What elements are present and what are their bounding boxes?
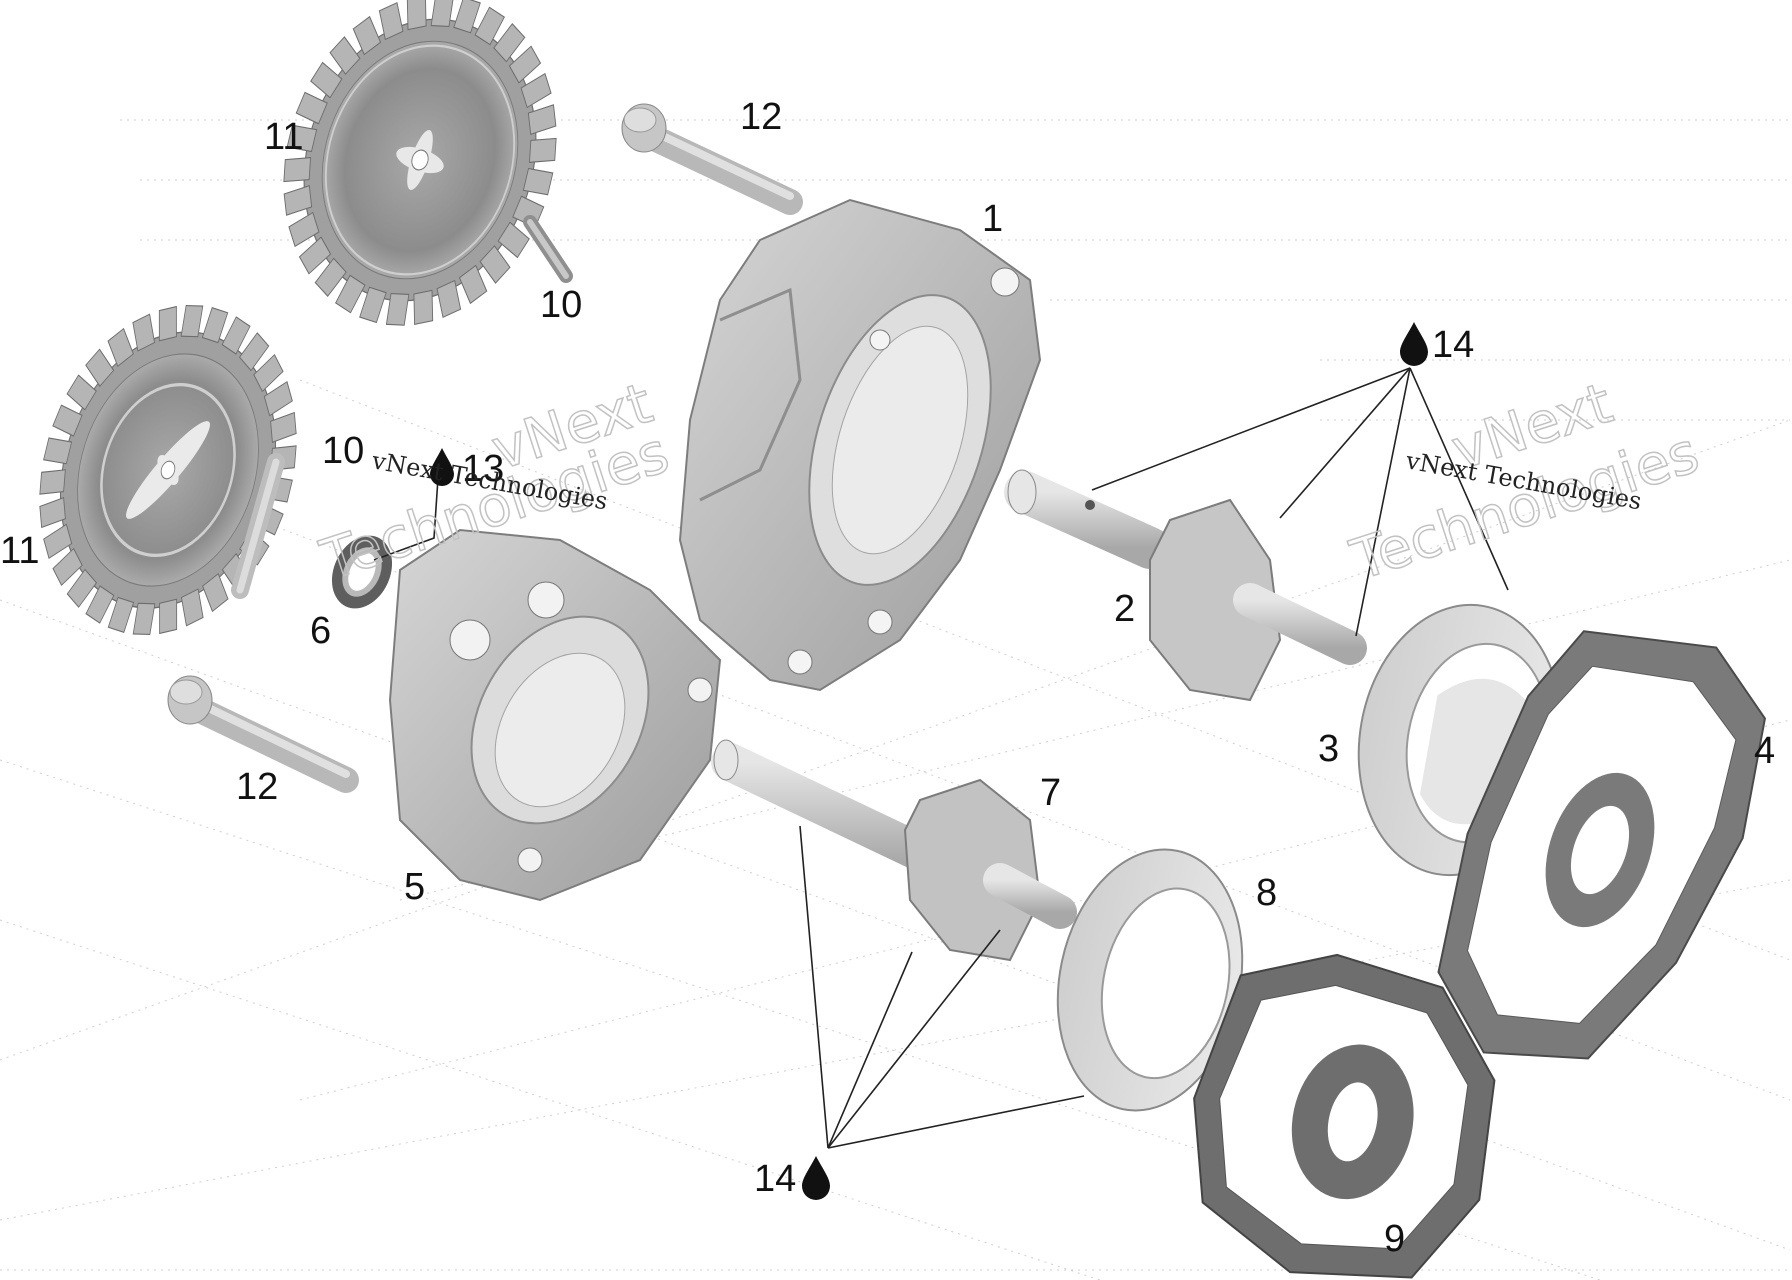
- callout-12-upper: 12: [740, 96, 783, 138]
- leader-lines-14-upper: [1091, 367, 1509, 637]
- callout-14-upper: 14: [1432, 324, 1475, 366]
- callout-7: 7: [1040, 772, 1062, 814]
- callout-10-lower: 10: [322, 430, 365, 472]
- oil-drop-icon: [430, 322, 1428, 1200]
- pump-housing: [678, 198, 1042, 692]
- inner-rotor-shaft-lower: [711, 739, 1077, 962]
- inner-rotor-shaft-upper: [1004, 469, 1367, 702]
- callout-8: 8: [1256, 872, 1278, 914]
- gasket-outer: [1437, 630, 1766, 1060]
- dowel-pin-upper: [523, 215, 573, 283]
- oil-seal: [331, 535, 393, 609]
- callout-11-lower: 11: [0, 530, 40, 572]
- drive-gear-lower: [0, 271, 338, 669]
- callout-1: 1: [982, 198, 1004, 240]
- callout-12-lower: 12: [236, 766, 279, 808]
- drive-gear-upper: [283, 0, 557, 326]
- bolt-upper: [621, 103, 803, 215]
- callout-2: 2: [1114, 588, 1136, 630]
- callout-5: 5: [404, 866, 426, 908]
- outer-rotor-lower: [1056, 848, 1244, 1112]
- callout-11-upper: 11: [264, 116, 304, 158]
- callout-9: 9: [1384, 1218, 1406, 1260]
- callout-3: 3: [1318, 728, 1340, 770]
- leader-line-13: [373, 477, 439, 561]
- pump-cover: [388, 528, 722, 902]
- callout-13: 13: [462, 448, 505, 490]
- callout-6: 6: [310, 610, 332, 652]
- leader-lines-14-lower: [799, 825, 1085, 1149]
- callout-4: 4: [1754, 730, 1776, 772]
- callout-14-lower: 14: [754, 1158, 797, 1200]
- bolt-lower: [167, 675, 359, 793]
- dowel-pin-lower: [231, 453, 285, 599]
- callout-10-upper: 10: [540, 284, 583, 326]
- gasket-inner: [1193, 953, 1496, 1279]
